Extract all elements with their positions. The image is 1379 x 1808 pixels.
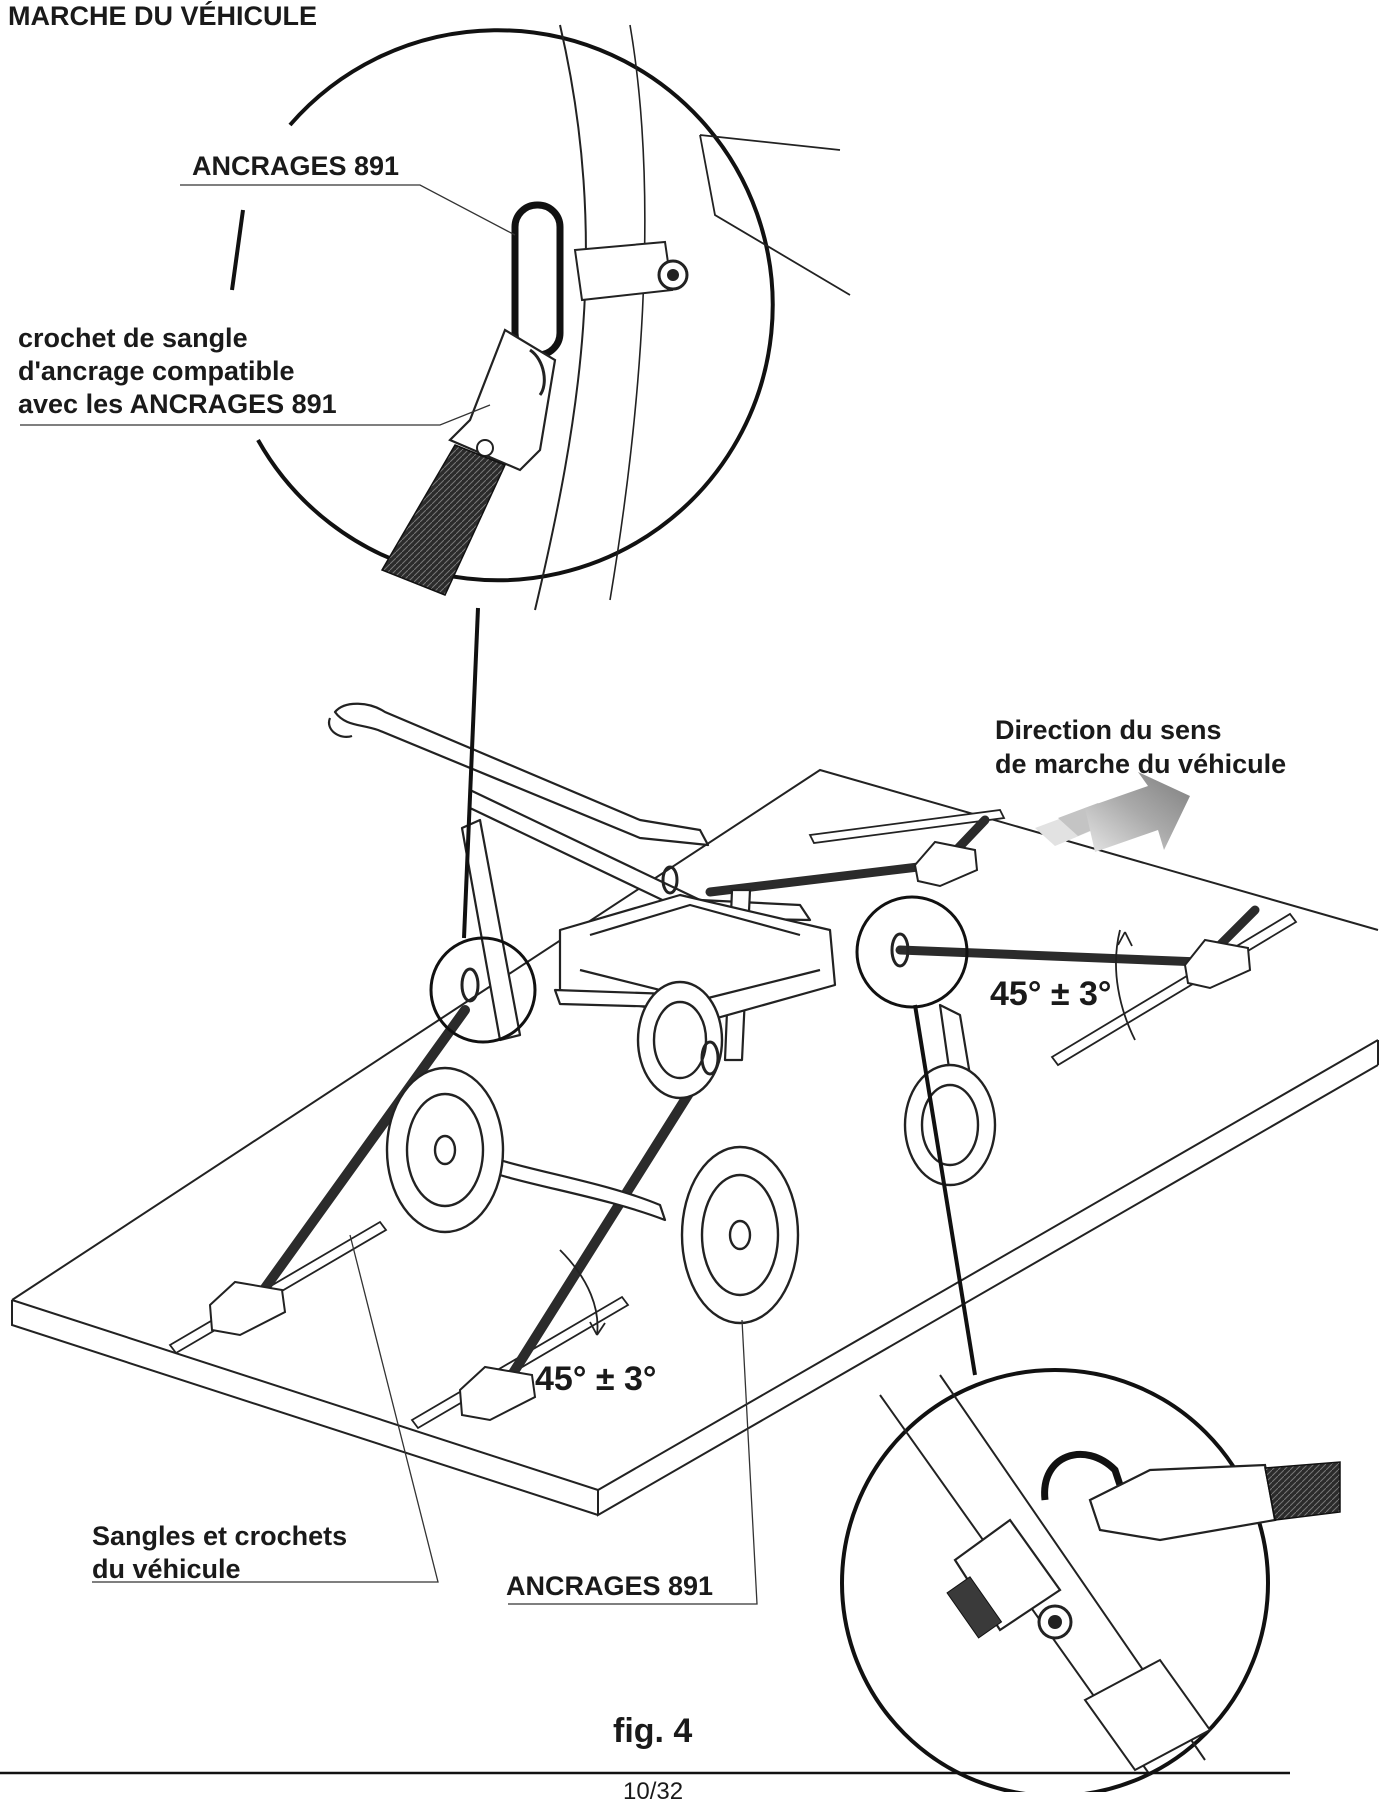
label-direction-line-1: Direction du sens — [995, 715, 1222, 745]
angle-arcs — [559, 929, 1136, 1336]
label-angle-left: 45° ± 3° — [535, 1360, 657, 1398]
detail-circle-bottom — [840, 1004, 1341, 1792]
direction-arrow-icon — [1035, 772, 1190, 852]
label-straps-line-2: du véhicule — [92, 1554, 241, 1584]
label-straps-line-1: Sangles et crochets — [92, 1521, 348, 1551]
label-hook-line-2: d'ancrage compatible — [18, 356, 295, 386]
label-leaders-bottom — [92, 1234, 758, 1605]
chair-anchor-rings — [460, 865, 910, 1076]
label-anchor-top: ANCRAGES 891 — [192, 151, 400, 181]
header-title: MARCHE DU VÉHICULE — [8, 1, 318, 31]
label-hook-line-3: avec les ANCRAGES 891 — [18, 389, 337, 419]
vehicle-floor — [11, 768, 1379, 1517]
figure-caption: fig. 4 — [613, 1712, 693, 1750]
label-direction-line-2: de marche du véhicule — [995, 749, 1287, 779]
callout-circles-small — [429, 895, 969, 1044]
wheelchair-wheels — [385, 980, 997, 1325]
detail-circle-top — [20, 24, 851, 939]
label-angle-right: 45° ± 3° — [990, 975, 1112, 1013]
label-hook-line-1: crochet de sangle — [18, 323, 248, 353]
floor-retractors — [208, 840, 1252, 1422]
label-anchor-bottom: ANCRAGES 891 — [506, 1571, 714, 1601]
